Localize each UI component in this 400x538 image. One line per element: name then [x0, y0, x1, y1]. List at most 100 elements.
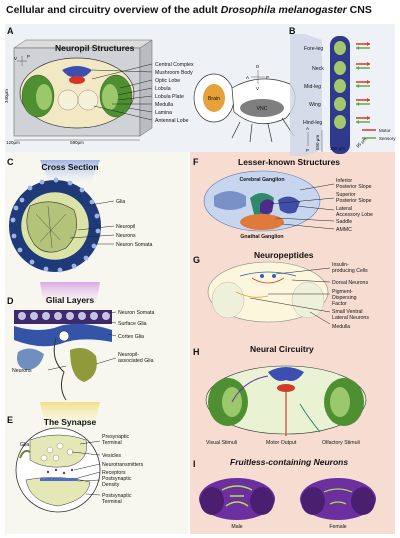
fly-brain: [203, 84, 225, 112]
label-neuropil-associated-glia-2: associated Glia: [118, 358, 154, 364]
label-glia-e: Glia: [20, 442, 29, 448]
ipc-paths: [251, 277, 285, 284]
label-optic-lobe: Optic Lobe: [155, 78, 180, 84]
figure-title: Cellular and circuitry overview of the a…: [6, 4, 372, 16]
label-olfactory-stimuli: Olfactory Stimuli: [322, 440, 360, 446]
panel-f-heading: Lesser-known Structures: [238, 157, 340, 167]
medulla-right-h: [330, 387, 350, 417]
label-lobula: Lobula: [155, 86, 171, 92]
male-optic-right: [250, 487, 274, 515]
panel-e-letter: E: [7, 415, 13, 425]
legend-sensory: Sensory: [379, 136, 396, 141]
neurotransmitters: [46, 468, 74, 475]
fly-legs: [231, 117, 295, 143]
glia-process: [19, 449, 31, 459]
label-dorsal-neurons: Dorsal Neurons: [332, 280, 368, 286]
label-visual-stimuli: Visual Stimuli: [206, 440, 237, 446]
axis-letter-p: P: [27, 54, 30, 59]
medulla-right: [102, 84, 118, 110]
axis-letter-v: V: [14, 56, 17, 61]
label-mushroom-body: Mushroom Body: [155, 70, 193, 76]
antennal-lobe-left: [57, 89, 79, 111]
neuron-body-1: [17, 348, 44, 370]
segment-hind-leg: Hind-leg: [303, 120, 322, 126]
panel-i-letter: I: [193, 459, 196, 469]
label-insulin-2: producing Cells: [332, 268, 368, 274]
male-fru-neurons: [221, 485, 253, 507]
label-ammc: AMMC: [336, 227, 352, 233]
panel-i: I Fruitless-containing Neurons Male Fema…: [193, 457, 376, 530]
panel-g-heading: Neuropeptides: [254, 250, 314, 260]
panel-a-letter: A: [7, 26, 14, 36]
segment-blob-5: [334, 115, 346, 129]
panel-e: E The Synapse Glia Presynaptic Terminal …: [7, 402, 144, 513]
neuron-soma: [58, 330, 70, 342]
central-complex: [69, 76, 85, 84]
panel-e-heading: The Synapse: [44, 417, 97, 427]
svg-text:V: V: [256, 86, 259, 91]
label-svln-1: Small Ventral: [332, 309, 363, 315]
mushroom-body-h: [268, 367, 304, 381]
label-medulla-g: Medulla: [332, 324, 350, 330]
antennal-lobe-right: [77, 89, 99, 111]
panel-b-letter: B: [289, 26, 296, 36]
ipc-cell-1: [260, 274, 264, 278]
label-insulin-1: Insulin-: [332, 262, 349, 268]
fly-vnc: [240, 99, 284, 117]
synapse-beam: [40, 402, 100, 428]
axis-p: P: [306, 148, 309, 153]
dorsal-neuron-paths: [239, 271, 297, 277]
panel-c-heading: Cross Section: [41, 162, 98, 172]
label-motor-output: Motor Output: [266, 440, 297, 446]
panel-b: B Brain VNC D A P V Fore-leg Neck Mid-le…: [193, 26, 396, 156]
brain-label: Brain: [208, 96, 220, 102]
panel-g-letter: G: [193, 255, 200, 265]
female-optic-left: [301, 487, 325, 515]
male-optic-left: [200, 487, 224, 515]
dim-width: 590μm: [70, 140, 84, 145]
motor-sensory-arrows: [356, 42, 370, 124]
label-postsynaptic-density-2: Density: [102, 482, 120, 488]
vnc-label: VNC: [257, 106, 268, 112]
panel-d: D Glial Layers Neuron Somata Surface Gli…: [7, 282, 154, 401]
svg-text:A: A: [246, 75, 249, 80]
label-svln-2: Lateral Neurons: [332, 315, 369, 321]
somata-row: [18, 312, 110, 320]
presynaptic-terminal: [29, 434, 87, 468]
dim-height: 340μm: [4, 89, 9, 103]
superior-posterior-slope: [260, 199, 274, 214]
neuron-fibers: [35, 205, 67, 249]
female-fru-neurons: [323, 488, 353, 505]
segment-blob-4: [334, 97, 346, 111]
label-neuropil-associated-glia-1: Neuropil-: [118, 352, 139, 358]
orientation-cross: D A P V: [246, 64, 269, 91]
label-postsynaptic-terminal-1: Postsynaptic: [102, 493, 132, 499]
label-vesicles: Vesicles: [102, 453, 121, 459]
surface-glia-band: [14, 310, 112, 324]
label-pdf-1: Pigment-: [332, 289, 353, 295]
svg-text:P: P: [266, 75, 269, 80]
label-neurotransmitters: Neurotransmitters: [102, 462, 144, 468]
label-presynaptic-2: Terminal: [102, 440, 122, 446]
cerebral-ganglion-label: Cerebral Ganglion: [240, 177, 285, 183]
panel-f-letter: F: [193, 157, 199, 167]
olfactory-path: [299, 403, 321, 433]
pdf-paths: [235, 291, 269, 298]
central-complex-h: [277, 384, 295, 392]
label-saddle: Saddle: [336, 219, 352, 225]
neuron-somata-dots: [10, 177, 101, 273]
panel-d-heading: Glial Layers: [46, 295, 94, 305]
dim-550: 550 μm: [315, 135, 320, 150]
panel-i-heading: Fruitless-containing Neurons: [230, 457, 348, 467]
panel-h-letter: H: [193, 347, 200, 357]
label-neuropil-c: Neuropil: [116, 224, 135, 230]
label-medulla: Medulla: [155, 102, 173, 108]
segment-fore-leg: Fore-leg: [304, 46, 323, 52]
female-optic-right: [351, 487, 375, 515]
label-lateral-accessory-1: Lateral: [336, 206, 352, 212]
label-pdf-2: Dispersing: [332, 295, 357, 301]
axis-a: A: [306, 126, 309, 131]
lateral-accessory-lobe: [278, 196, 300, 214]
panel-c: C Cross Section Glia Neuropil Neurons Ne…: [7, 157, 152, 273]
